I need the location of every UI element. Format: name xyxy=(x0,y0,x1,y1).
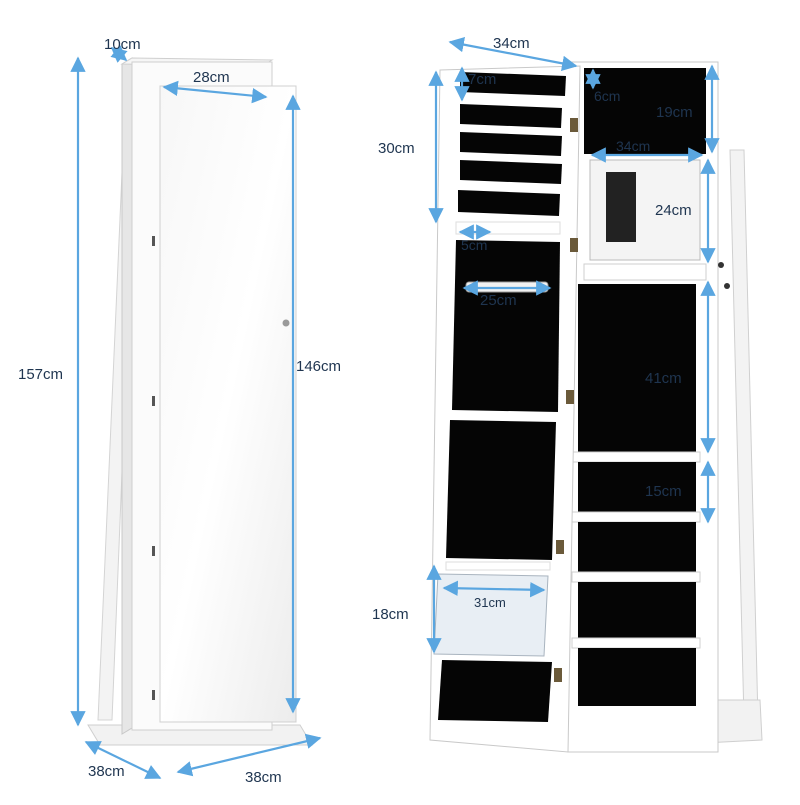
earring-row xyxy=(460,72,566,96)
hinge-icon xyxy=(570,238,578,252)
full-length-mirror xyxy=(159,85,297,723)
total-height-label: 157cm xyxy=(18,366,64,383)
hook-spacing-label: 5cm xyxy=(461,237,488,253)
depth-top-arrow xyxy=(110,45,128,63)
hanging-bar-width-label: 25cm xyxy=(480,292,517,309)
base-depth-label: 38cm xyxy=(88,763,125,780)
closed-dimension-arrows xyxy=(70,45,322,779)
clear-pvc-pocket xyxy=(433,573,549,657)
open-dimension-arrows xyxy=(426,37,720,654)
shelf xyxy=(571,511,701,523)
base-depth-arrow xyxy=(84,741,162,779)
shelf xyxy=(571,637,701,649)
door-width-arrow xyxy=(448,37,578,71)
lower-hook-strip xyxy=(445,561,551,571)
shelf-slot xyxy=(578,462,696,512)
hinge-icon xyxy=(566,390,574,404)
top-section-height-label: 30cm xyxy=(378,140,415,157)
hinge-icon xyxy=(152,546,155,556)
depth-top-label: 10cm xyxy=(104,36,141,53)
bottom-pocket-width-label: 31cm xyxy=(474,595,506,610)
shelf-slot xyxy=(578,582,696,638)
earring-row xyxy=(460,104,562,128)
earring-row xyxy=(458,190,560,216)
mirror-reflection xyxy=(606,172,636,242)
cabinet-side xyxy=(121,57,133,735)
shelf-slot xyxy=(578,522,696,572)
necklace-panel xyxy=(452,240,560,412)
lower-jewelry-panel xyxy=(446,420,556,560)
hook-strip xyxy=(583,263,707,281)
hinge-icon xyxy=(570,118,578,132)
base-width-label: 38cm xyxy=(245,769,282,786)
mirror-width-label: 28cm xyxy=(193,69,230,86)
cabinet-top-height-label: 19cm xyxy=(656,104,693,121)
earring-row xyxy=(460,132,562,156)
hinge-icon xyxy=(556,540,564,554)
earring-row xyxy=(460,160,562,184)
storage-panel-height-label: 41cm xyxy=(645,370,682,387)
hinge-icon xyxy=(152,236,155,246)
open-cabinet xyxy=(559,61,763,753)
hinge-icon xyxy=(152,396,155,406)
hinge-icon xyxy=(152,690,155,700)
mirror-section-height-label: 24cm xyxy=(655,202,692,219)
bottom-jewelry-panel xyxy=(438,660,552,722)
mirror-height-label: 146cm xyxy=(296,358,342,375)
key-icon xyxy=(724,283,730,289)
top-black-panel xyxy=(584,68,706,154)
hinge-icon xyxy=(554,668,562,682)
shelf xyxy=(571,571,701,583)
shelf-slot xyxy=(578,648,696,706)
bottom-pocket-width-arrow xyxy=(442,580,546,598)
mirror-shelf-depth-label: 6cm xyxy=(594,88,621,104)
open-door xyxy=(429,65,581,753)
shelf-spacing-label: 15cm xyxy=(645,483,682,500)
storage-black-panel xyxy=(578,284,696,454)
door-width-label: 34cm xyxy=(493,35,530,52)
base-width-arrow xyxy=(176,733,322,777)
top-row-height-label: 7cm xyxy=(468,71,497,88)
lock-icon xyxy=(718,262,724,268)
lock-knob-icon xyxy=(282,319,290,327)
closed-cabinet xyxy=(87,57,313,746)
back-leg-right xyxy=(729,149,759,721)
shelf xyxy=(571,451,701,463)
mirror-width-arrow xyxy=(162,80,268,104)
cabinet-inner-width-label: 34cm xyxy=(616,138,651,154)
bottom-pocket-height-label: 18cm xyxy=(372,606,409,623)
